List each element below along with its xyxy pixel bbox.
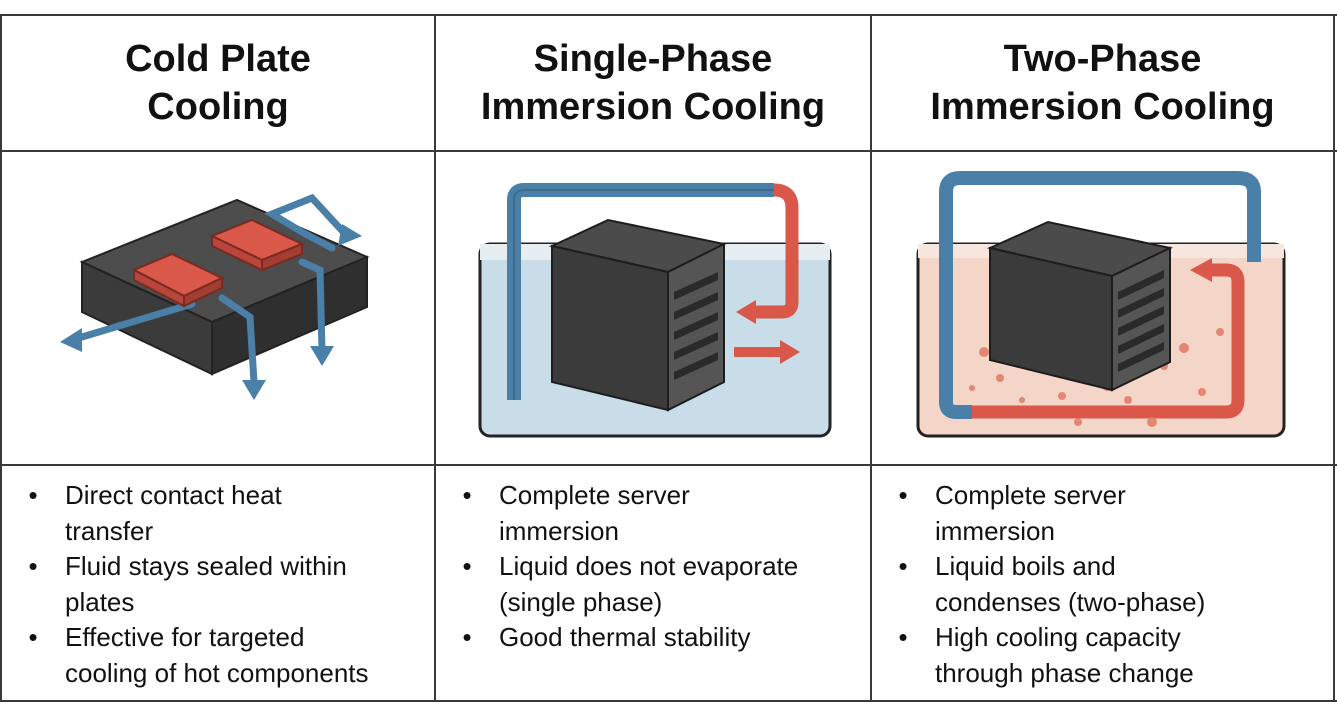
list-item: • Complete server immersion xyxy=(872,478,1333,549)
bullet-dot: • xyxy=(28,480,38,510)
bullet-dot: • xyxy=(462,622,472,652)
table-border-left xyxy=(0,14,2,702)
table-border-header xyxy=(0,150,1337,152)
bullet-text: transfer xyxy=(65,515,154,546)
bullet-dot: • xyxy=(28,551,38,581)
header-line: Immersion Cooling xyxy=(930,86,1275,128)
bullets-two-phase: • Complete server immersion • Liquid boil… xyxy=(872,466,1333,700)
cold-plate-illustration xyxy=(60,193,370,400)
bullet-dot: • xyxy=(462,551,472,581)
bullet-dot: • xyxy=(28,622,38,652)
bullet-dot: • xyxy=(898,480,908,510)
bullet-text: Complete server xyxy=(935,480,1126,510)
bullet-text: Effective for targeted xyxy=(65,622,305,652)
list-item: • Direct contact heat transfer xyxy=(2,478,434,549)
bullet-text: condenses (two-phase) xyxy=(935,586,1206,617)
bullet-text: Good thermal stability xyxy=(499,622,751,652)
table-divider-1 xyxy=(434,14,436,702)
bullet-dot: • xyxy=(898,551,908,581)
bullet-text: Complete server xyxy=(499,480,690,510)
table-border-bottom xyxy=(0,700,1337,702)
bullet-text: Liquid boils and xyxy=(935,551,1116,581)
table-border-top xyxy=(0,14,1337,16)
bullets-cold-plate: • Direct contact heat transfer • Fluid st… xyxy=(2,466,434,700)
list-item: • Complete server immersion xyxy=(436,478,870,549)
illustration-cell-cold-plate xyxy=(2,152,434,464)
table-border-illustration xyxy=(0,464,1337,466)
header-line: Cold Plate xyxy=(125,38,311,80)
list-item: • Liquid boils and condenses (two-phase) xyxy=(872,549,1333,620)
table-border-right xyxy=(1333,14,1335,702)
bullets-single-phase: • Complete server immersion • Liquid does… xyxy=(436,466,870,700)
bullet-text: High cooling capacity xyxy=(935,622,1181,652)
header-single-phase: Single-Phase Immersion Cooling xyxy=(436,16,870,150)
bullet-text: immersion xyxy=(499,515,619,546)
two-phase-tank-illustration xyxy=(916,171,1286,438)
bullet-text: plates xyxy=(65,586,135,617)
header-cold-plate: Cold Plate Cooling xyxy=(2,16,434,150)
bullet-text: Fluid stays sealed within xyxy=(65,551,347,581)
list-item: • Liquid does not evaporate (single phase… xyxy=(436,549,870,620)
list-item: • Effective for targeted cooling of hot c… xyxy=(2,620,434,691)
bullet-text: through phase change xyxy=(935,657,1194,688)
bullet-text: immersion xyxy=(935,515,1055,546)
header-line: Two-Phase xyxy=(1003,38,1202,80)
bullet-text: cooling of hot components xyxy=(65,657,369,688)
illustration-cell-two-phase xyxy=(872,152,1333,464)
table-divider-2 xyxy=(870,14,872,702)
list-item: • Fluid stays sealed within plates xyxy=(2,549,434,620)
bullet-text: Direct contact heat xyxy=(65,480,282,510)
list-item: • High cooling capacity through phase cha… xyxy=(872,620,1333,691)
bullet-dot: • xyxy=(462,480,472,510)
header-line: Single-Phase xyxy=(533,38,773,80)
single-phase-tank-illustration xyxy=(478,183,832,438)
list-item: • Good thermal stability xyxy=(436,620,870,656)
header-line: Immersion Cooling xyxy=(480,86,826,128)
illustration-cell-single-phase xyxy=(436,152,870,464)
header-two-phase: Two-Phase Immersion Cooling xyxy=(872,16,1333,150)
bullet-dot: • xyxy=(898,622,908,652)
header-line: Cooling xyxy=(147,86,289,128)
bullet-text: (single phase) xyxy=(499,586,663,617)
bullet-text: Liquid does not evaporate xyxy=(499,551,799,581)
